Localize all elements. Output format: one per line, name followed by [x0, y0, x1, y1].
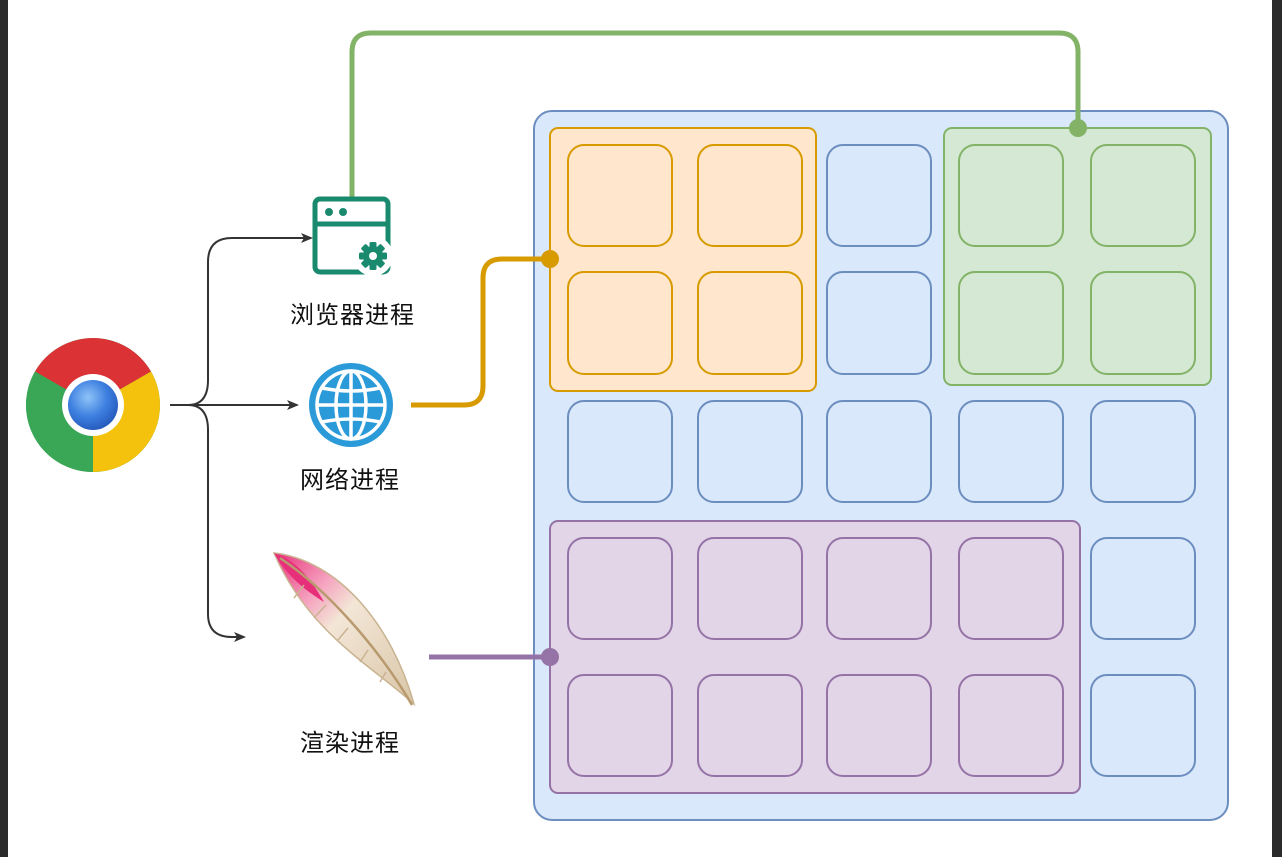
memory-cell [697, 674, 803, 777]
memory-cell [958, 144, 1064, 247]
memory-cell [826, 271, 932, 375]
browser-connector [349, 30, 1081, 200]
memory-cell [1090, 674, 1196, 777]
memory-cell [958, 674, 1064, 777]
renderer-connector-dot [541, 648, 559, 666]
memory-cell [567, 674, 673, 777]
memory-cell [697, 144, 803, 247]
memory-cell [567, 537, 673, 640]
browser-window-gear-icon [312, 196, 393, 276]
memory-cell [697, 400, 803, 503]
network-connector-dot [541, 250, 559, 268]
memory-cell [958, 271, 1064, 375]
arrow-to-renderer [187, 404, 246, 642]
browser-cells [958, 144, 1196, 375]
memory-cell [826, 144, 932, 247]
memory-cell [826, 537, 932, 640]
feather-icon [272, 552, 416, 707]
network-connector [411, 256, 550, 408]
memory-cell [697, 537, 803, 640]
browser-process-label: 浏览器进程 [290, 301, 415, 329]
memory-cell [1090, 400, 1196, 503]
memory-cell [567, 400, 673, 503]
memory-cell [567, 144, 673, 247]
memory-cell [826, 400, 932, 503]
memory-cell [567, 271, 673, 375]
diagram-svg [26, 30, 1229, 821]
renderer-cells [567, 537, 1064, 777]
memory-cell [826, 674, 932, 777]
memory-cell [697, 271, 803, 375]
memory-cell [1090, 144, 1196, 247]
globe-icon [309, 363, 393, 447]
browser-connector-dot [1069, 119, 1087, 137]
memory-cell [1090, 271, 1196, 375]
network-process-label: 网络进程 [300, 466, 400, 494]
memory-cell [958, 400, 1064, 503]
memory-cell [958, 537, 1064, 640]
arrow-to-browser [187, 233, 313, 406]
chrome-logo-icon [26, 338, 160, 472]
network-cells [567, 144, 803, 375]
diagram-canvas: 浏览器进程 网络进程 渲染进程 [8, 0, 1272, 857]
renderer-process-label: 渲染进程 [300, 729, 400, 757]
spawn-arrows [170, 233, 313, 642]
free-cells [567, 144, 1196, 777]
memory-cell [1090, 537, 1196, 640]
